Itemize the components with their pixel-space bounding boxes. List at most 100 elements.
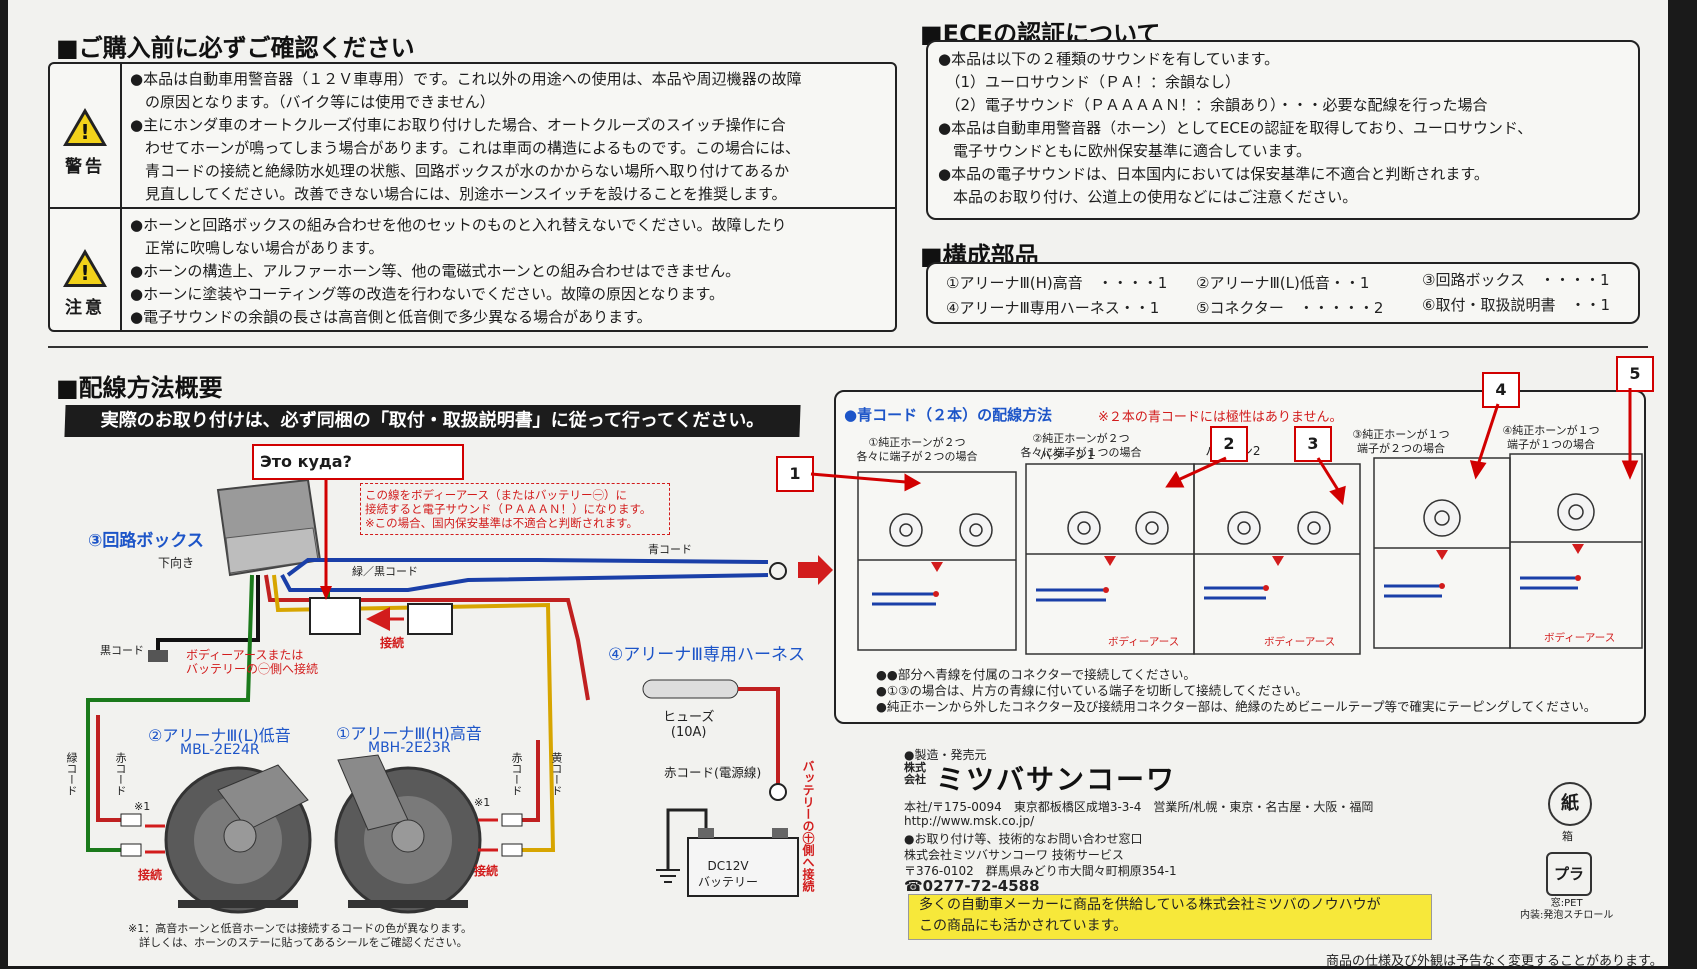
blue-note: ●純正ホーンから外したコネクター及び接続用コネクター部は、絶縁のためビニールテー… — [876, 699, 1597, 714]
part-item: ①アリーナⅢ(H)高音 ・・・・1 — [946, 274, 1168, 292]
caution-icon-cell: ! 注意 — [56, 249, 114, 318]
horn-high-label: ①アリーナⅢ(H)高音 — [336, 724, 482, 743]
paper-recycle-sub: 箱 — [1562, 830, 1573, 843]
terminal-icon — [769, 562, 787, 580]
green-black-cord-label: 緑／黒コード — [352, 565, 418, 578]
green-wire — [86, 574, 254, 852]
body-earth-note: この線をボディーアース（またはバッテリー㊀）に 接続すると電子サウンド（ＰＡＡＡ… — [360, 483, 670, 535]
case1-caption: ①純正ホーンが２つ 各々に端子が２つの場合 — [856, 436, 978, 463]
blue-cord-title: ●青コード（２本）の配線方法 — [844, 406, 1053, 424]
part-item: ②アリーナⅢ(L)低音・・1 — [1196, 274, 1370, 292]
case3-caption: ③純正ホーンが１つ 端子が２つの場合 — [1352, 428, 1450, 455]
precautions-title: ■ご購入前に必ずご確認ください — [56, 34, 415, 62]
maker-address: 本社/〒175-0094 東京都板橋区成増3-3-4 営業所/札幌・東京・名古屋… — [904, 800, 1374, 814]
connect-label: 接続 — [380, 636, 405, 650]
earth-connect-note: ボディーアースまたは バッテリーの㊀側へ接続 — [186, 648, 319, 676]
red-power-cord-label: 赤コード(電源線) — [664, 765, 762, 780]
callout-4: 4 — [1482, 372, 1520, 408]
tech-address: 〒376-0102 群馬県みどり市大間々町桐原354-1 — [904, 864, 1177, 878]
case2-caption: ②純正ホーンが２つ 各々に端子が１つの場合 — [1020, 432, 1142, 459]
footnote: ※1：高音ホーンと低音ホーンでは接続するコードの色が異なります。 詳しくは、ホー… — [128, 922, 473, 949]
blue-cord-panel: ●青コード（２本）の配線方法 ※２本の青コードには極性はありません。 ①純正ホー… — [834, 390, 1646, 724]
green-cord-label: 緑コード — [65, 752, 78, 796]
red-cord-label-l: 赤コード — [114, 752, 127, 796]
tech-service: 株式会社ミツバサンコーワ 技術サービス — [904, 848, 1124, 862]
circuit-box-icon — [216, 478, 322, 577]
polarity-note: ※２本の青コードには極性はありません。 — [1098, 410, 1343, 425]
blue-wire — [280, 573, 769, 592]
question-callout: Это куда? — [252, 444, 464, 480]
red-wire — [264, 574, 590, 701]
spec-change-note: 商品の仕様及び外観は予告なく変更することがあります。 — [1326, 954, 1663, 969]
black-cord-label: 黒コード — [100, 644, 144, 657]
parts-box: ①アリーナⅢ(H)高音 ・・・・1 ②アリーナⅢ(L)低音・・1 ③回路ボックス… — [926, 262, 1640, 324]
wiring-diagram — [86, 478, 833, 914]
red-cord-label-h: 赤コード — [510, 752, 523, 796]
footnote-mark-h: ※1 — [474, 796, 491, 809]
wiring-title: ■配線方法概要 — [56, 374, 223, 402]
black-wire — [156, 575, 260, 650]
tech-phone: ☎0277-72-4588 — [904, 877, 1040, 895]
body-earth-label: ボディーアース — [1264, 636, 1336, 648]
harness-label: ④アリーナⅢ専用ハーネス — [608, 645, 805, 665]
callout-5: 5 — [1616, 356, 1654, 392]
caution-text: ●ホーンと回路ボックスの組み合わせを他のセットのものと入れ替えないでください。故… — [130, 216, 787, 326]
plastic-recycle-icon: プラ — [1546, 852, 1592, 896]
fuse-label: ヒューズ (10A) — [663, 710, 715, 740]
footnote-mark-l: ※1 — [134, 800, 151, 813]
connector-icon — [309, 597, 361, 635]
horn-low-label: ②アリーナⅢ(L)低音 — [148, 726, 291, 745]
callout-3: 3 — [1294, 426, 1332, 462]
blue-cord-diagrams — [857, 453, 1643, 655]
red-wire-l — [96, 715, 123, 822]
blue-cord-label: 青コード — [648, 543, 692, 556]
yellow-cord-label: 黄コード — [550, 752, 563, 796]
circuit-box-label: ③回路ボックス — [88, 531, 204, 551]
part-item: ④アリーナⅢ専用ハーネス・・1 — [946, 299, 1160, 317]
maker-name: ミツバサンコーワ — [936, 763, 1177, 796]
corp-label: 株式 会社 — [904, 761, 926, 786]
fuse-icon — [642, 679, 739, 699]
warning-icon-cell: ! 警告 — [56, 108, 114, 177]
warning-label: 警告 — [65, 157, 105, 177]
horn-low-icon — [164, 764, 312, 914]
callout-2: 2 — [1210, 426, 1248, 462]
warning-text: ●本品は自動車用警音器（１２Ｖ車専用）です。これ以外の用途への使用は、本品や周辺… — [130, 70, 802, 203]
section-separator — [48, 346, 1648, 348]
battery-label: DC12V バッテリー — [698, 859, 759, 889]
body-earth-label: ボディーアース — [1108, 636, 1180, 648]
maker-label: ●製造・発売元 — [904, 748, 987, 762]
blue-note: ●①③の場合は、片方の青線に付いている端子を切断して接続してください。 — [876, 683, 1308, 698]
horn-low-model: MBL-2E24R — [180, 742, 260, 758]
horn-high-model: MBH-2E23R — [368, 740, 451, 756]
callout-1: 1 — [776, 456, 814, 492]
blue-note: ●●部分へ青線を付属のコネクターで接続してください。 — [876, 667, 1196, 682]
ece-text: ●本品は以下の２種類のサウンドを有しています。 （1）ユーロサウンド（ＰＡ！：余… — [938, 50, 1533, 206]
ece-box: ●本品は以下の２種類のサウンドを有しています。 （1）ユーロサウンド（ＰＡ！：余… — [926, 40, 1640, 220]
column-divider — [120, 64, 122, 330]
caution-triangle-icon — [63, 249, 107, 287]
battery-icon — [687, 837, 799, 897]
battery-plus-note: バッテリーの㊉側へ接続 — [801, 760, 815, 892]
body-earth-label: ボディーアース — [1544, 632, 1616, 644]
down-label: 下向き — [158, 556, 195, 570]
pattern1-label: パターン1 — [1039, 448, 1095, 462]
horn-high-icon — [334, 754, 482, 914]
case4-caption: ④純正ホーンが１つ 端子が１つの場合 — [1502, 424, 1600, 451]
maker-url: http://www.msk.co.jp/ — [904, 814, 1035, 828]
connect-label-l: 接続 — [138, 868, 163, 882]
connector-icon — [407, 603, 453, 635]
paper-recycle-icon: 紙 — [1548, 782, 1592, 826]
part-item: ⑤コネクター ・・・・・2 — [1196, 299, 1384, 317]
plastic-recycle-sub: 窓:PET 内装:発泡スチロール — [1520, 898, 1614, 921]
ground-icon — [148, 650, 168, 662]
row-divider — [50, 207, 895, 209]
blue-wire-2 — [286, 558, 769, 577]
part-item: ③回路ボックス ・・・・1 — [1422, 271, 1610, 289]
warning-triangle-icon — [63, 108, 107, 146]
yellow-banner: 多くの自動車メーカーに商品を供給している株式会社ミツバのノウハウが この商品にも… — [908, 894, 1432, 940]
connect-label-h: 接続 — [474, 864, 499, 878]
part-item: ⑥取付・取扱説明書 ・・1 — [1422, 296, 1610, 314]
caution-label: 注意 — [65, 298, 105, 318]
inquiry-label: ●お取り付け等、技術的なお問い合わせ窓口 — [904, 832, 1143, 846]
